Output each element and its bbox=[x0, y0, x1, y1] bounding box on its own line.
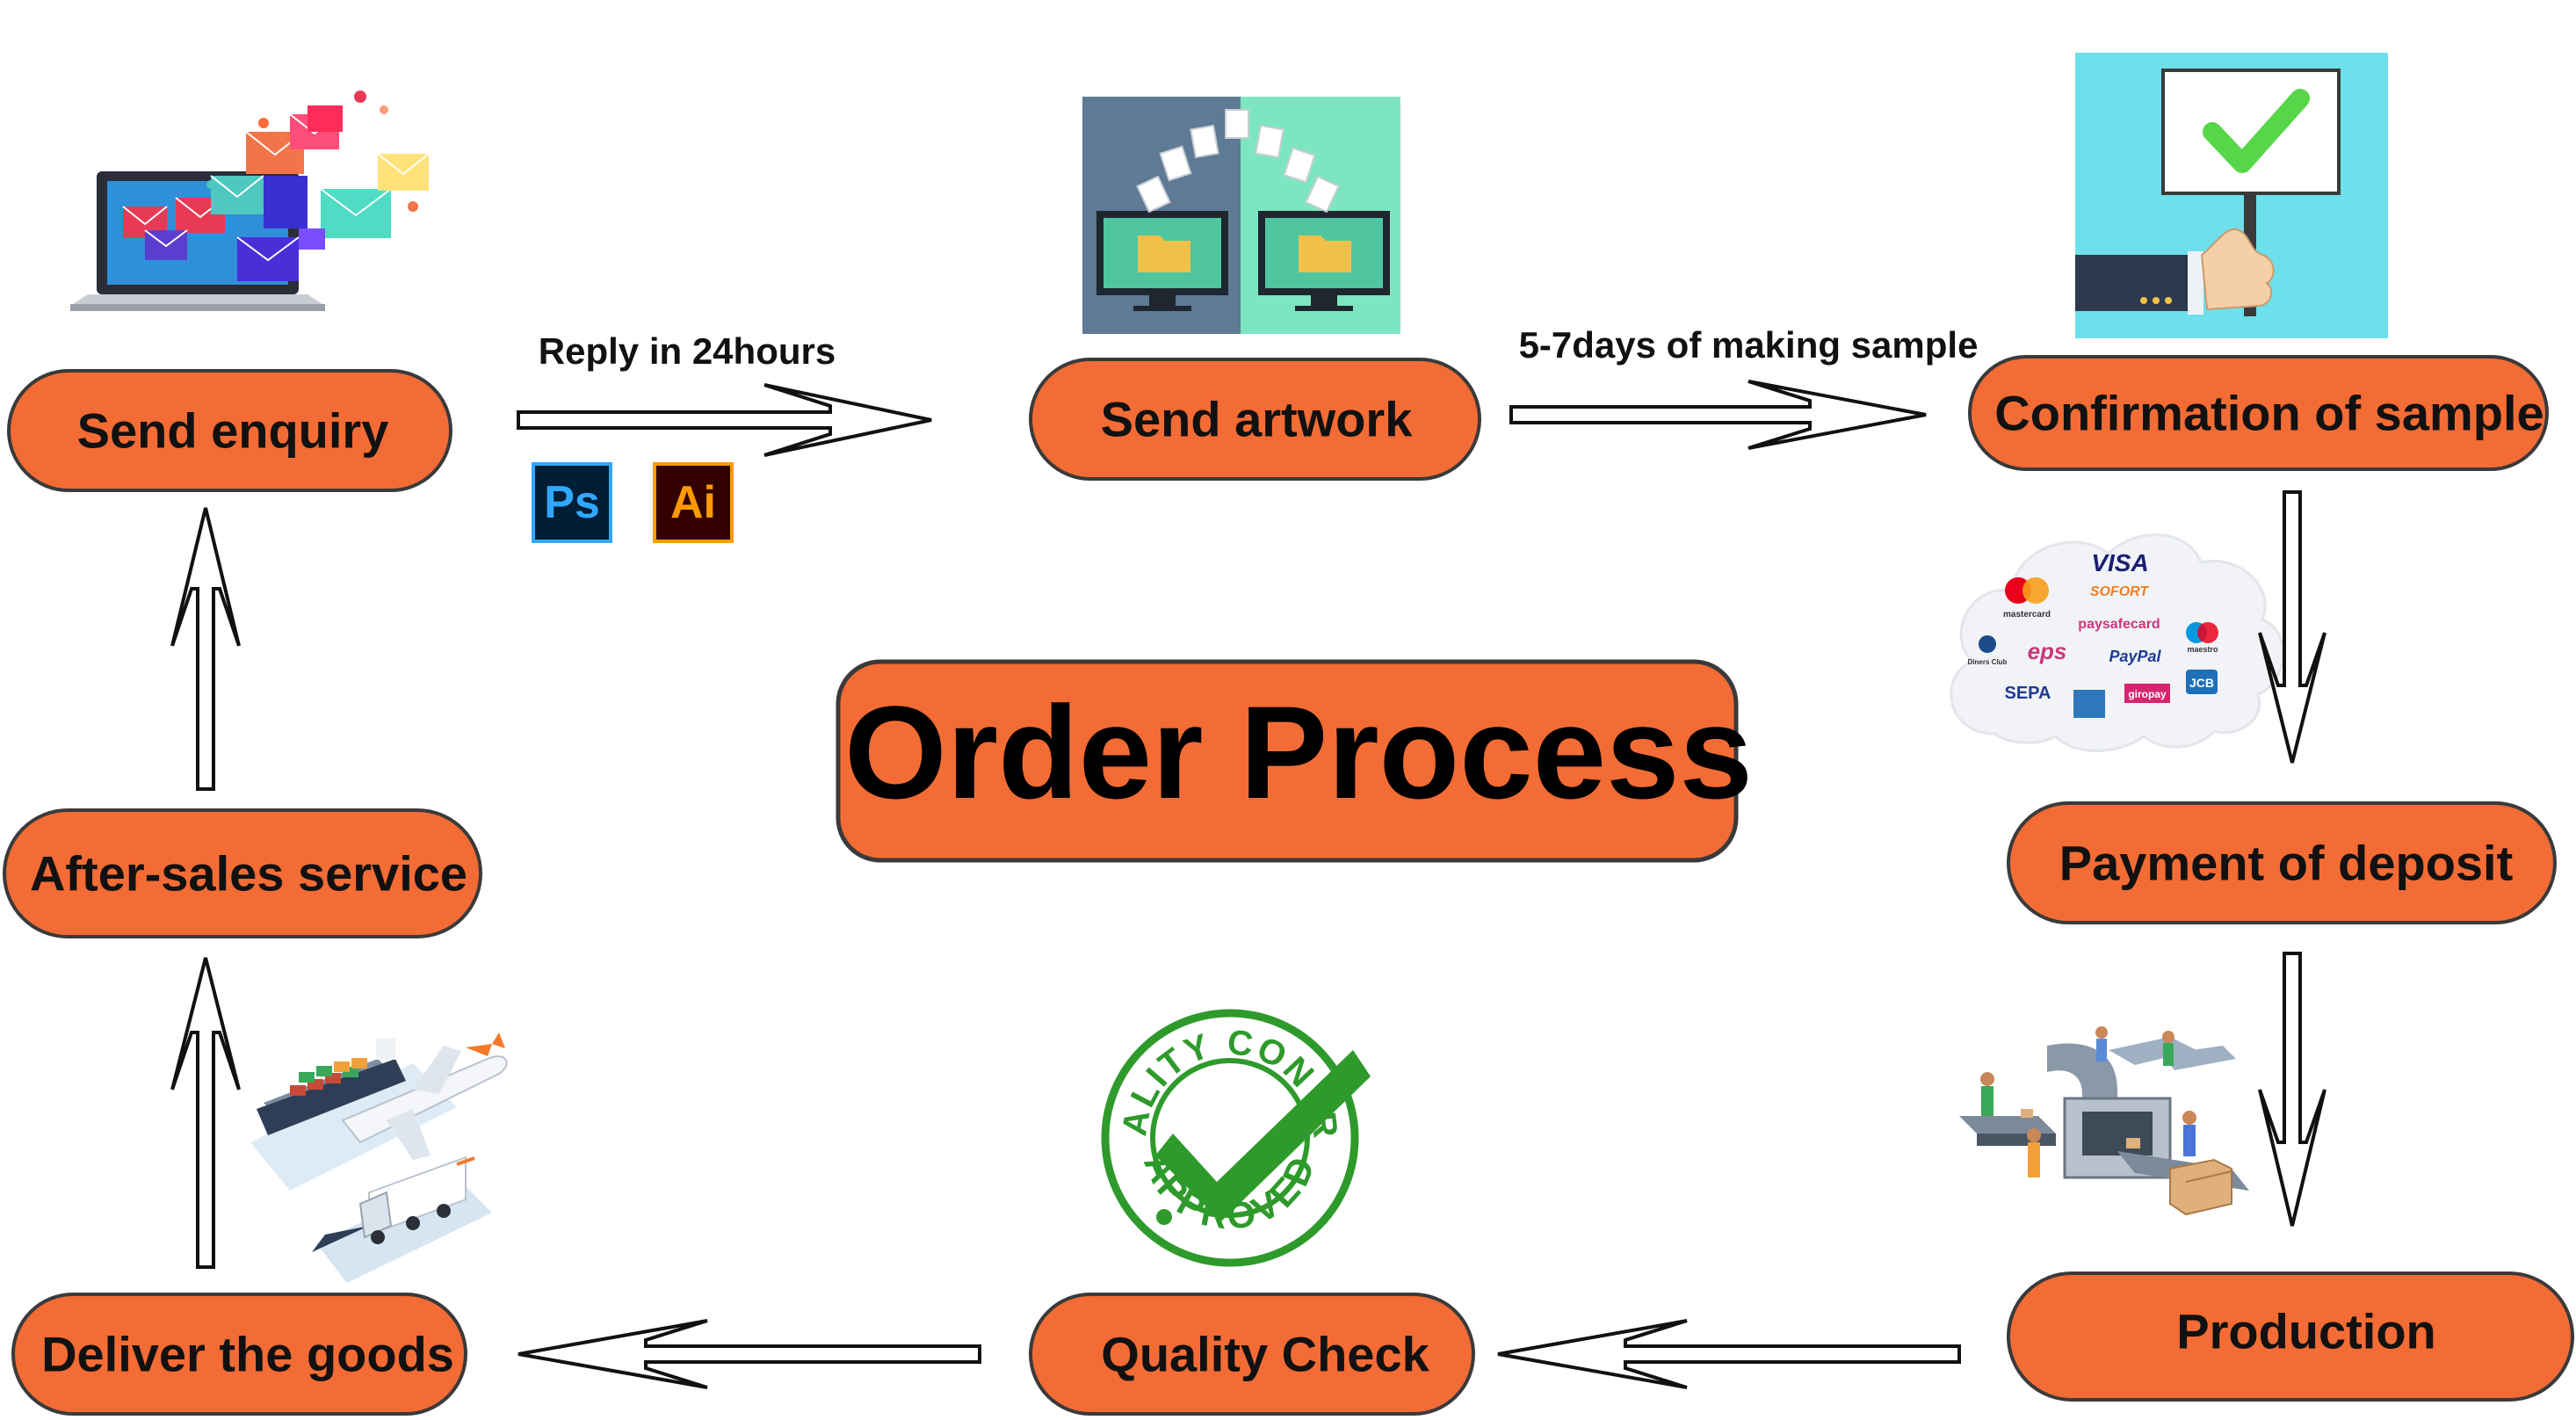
paypal-label: PayPal bbox=[2109, 648, 2161, 665]
sample-time-label: 5-7days of making sample bbox=[1519, 324, 1979, 366]
mastercard-label: mastercard bbox=[2003, 610, 2051, 619]
production-label: Production bbox=[2176, 1304, 2436, 1359]
step-send-artwork: Send artwork bbox=[1029, 358, 1481, 481]
arrow-payment-to-production bbox=[2258, 952, 2326, 1227]
factory-line-icon bbox=[1959, 1026, 2249, 1216]
arrow-aftersales-to-enquiry bbox=[170, 507, 241, 791]
arrow-qc-to-deliver bbox=[517, 1319, 981, 1389]
giropay-label: giropay bbox=[2128, 688, 2167, 700]
step-payment: Payment of deposit bbox=[2007, 801, 2557, 924]
visa-label: VISA bbox=[2091, 549, 2148, 576]
eps-label: eps bbox=[2028, 638, 2067, 664]
paysafecard-label: paysafecard bbox=[2078, 617, 2160, 632]
sepa-label: SEPA bbox=[2005, 684, 2051, 703]
illustrator-label: Ai bbox=[670, 477, 716, 528]
arrow-enquiry-to-artwork bbox=[517, 383, 932, 457]
deliver-label: Deliver the goods bbox=[41, 1327, 454, 1382]
step-confirmation: Confirmation of sample bbox=[1968, 355, 2549, 471]
send-artwork-label: Send artwork bbox=[1101, 392, 1414, 447]
file-transfer-icon bbox=[1082, 97, 1400, 334]
confirmation-label: Confirmation of sample bbox=[1994, 386, 2543, 441]
arrow-artwork-to-confirmation bbox=[1509, 380, 1927, 450]
email-laptop-icon bbox=[70, 91, 430, 311]
maestro-label: maestro bbox=[2187, 645, 2218, 654]
step-production: Production bbox=[2007, 1271, 2574, 1402]
send-enquiry-label: Send enquiry bbox=[77, 403, 389, 459]
step-send-enquiry: Send enquiry bbox=[7, 369, 452, 492]
illustrator-badge: Ai bbox=[653, 462, 734, 543]
payment-label: Payment of deposit bbox=[2059, 836, 2514, 891]
payment-cloud-icon: mastercard VISA SOFORT paysafecard maest… bbox=[1950, 533, 2285, 752]
arrow-confirmation-to-payment bbox=[2258, 490, 2326, 764]
step-deliver-goods: Deliver the goods bbox=[11, 1293, 467, 1416]
arrow-production-to-qc bbox=[1497, 1319, 1961, 1389]
jcb-label: JCB bbox=[2189, 676, 2214, 690]
step-after-sales: After-sales service bbox=[3, 808, 482, 938]
diners-label: Diners Club bbox=[1968, 658, 2008, 666]
shipping-transport-icon bbox=[250, 1032, 508, 1283]
reply-time-label: Reply in 24hours bbox=[539, 330, 836, 372]
approval-sign-icon bbox=[2075, 53, 2388, 338]
step-quality-check: Quality Check bbox=[1029, 1293, 1475, 1416]
quality-check-label: Quality Check bbox=[1101, 1327, 1429, 1382]
photoshop-badge: Ps bbox=[532, 462, 612, 543]
sofort-label: SOFORT bbox=[2090, 584, 2150, 599]
center-title: Order Process bbox=[836, 659, 1753, 863]
page-title: Order Process bbox=[844, 678, 1753, 826]
photoshop-label: Ps bbox=[544, 477, 600, 528]
arrow-deliver-to-aftersales bbox=[170, 957, 241, 1269]
after-sales-label: After-sales service bbox=[30, 846, 467, 902]
